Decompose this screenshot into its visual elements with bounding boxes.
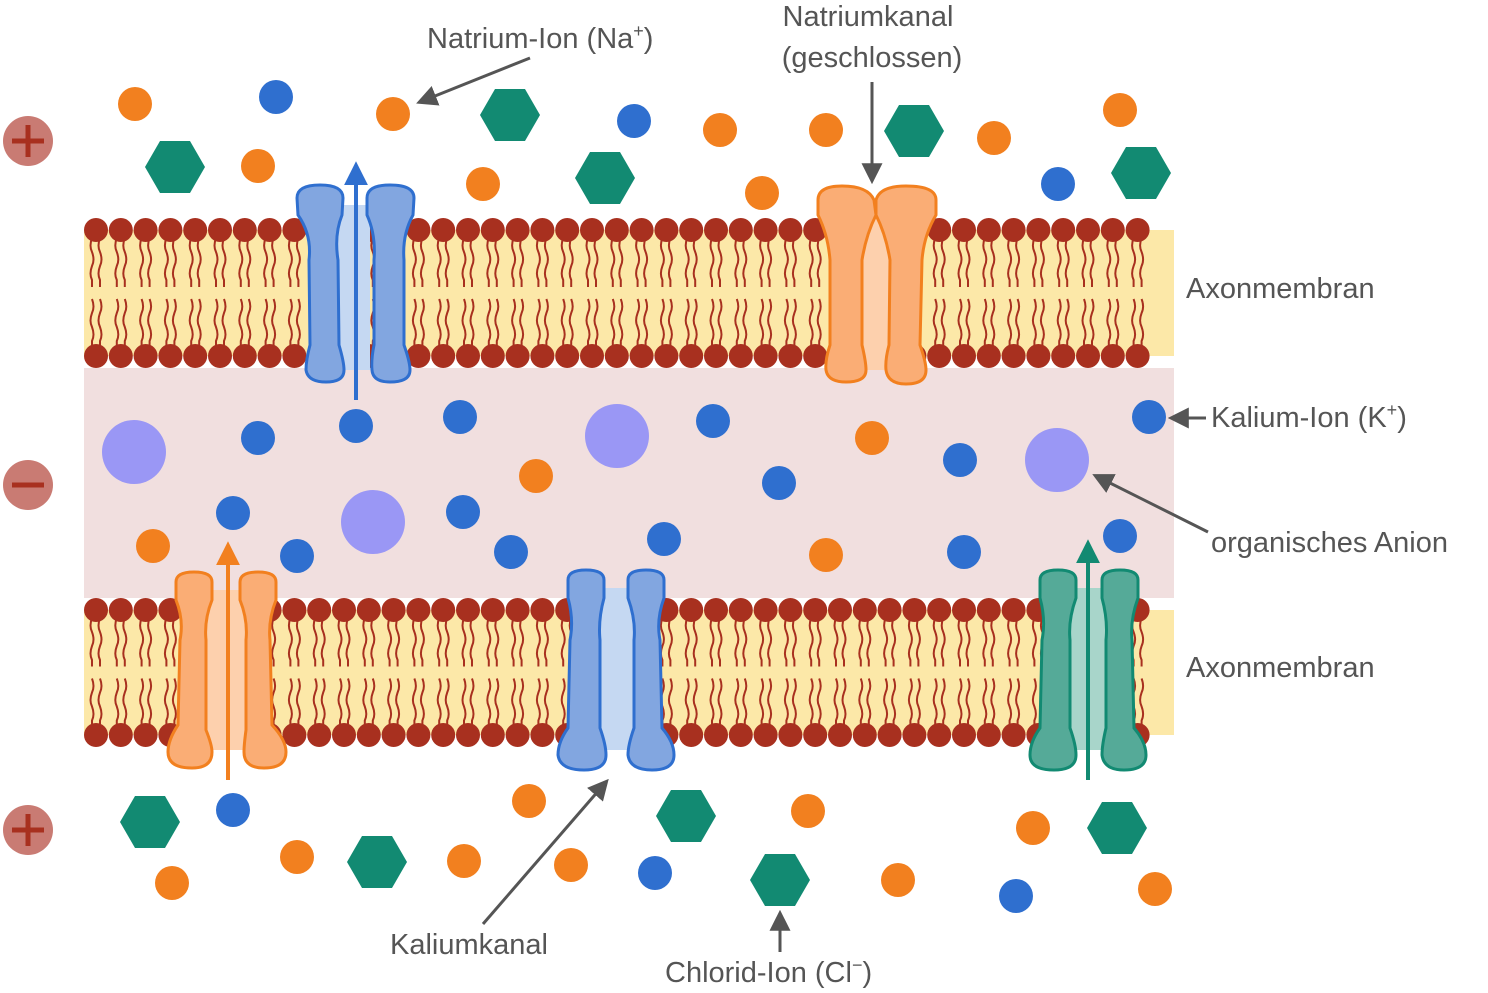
sodium-ion xyxy=(703,113,737,147)
potassium-ion xyxy=(241,421,275,455)
label-chlorid-ion: Chlorid-Ion (Cl−) xyxy=(665,955,872,989)
organic-anions xyxy=(102,404,1089,554)
sodium-ion xyxy=(376,97,410,131)
sodium-ion xyxy=(280,840,314,874)
potassium-ion xyxy=(1132,400,1166,434)
charge-minus-middle xyxy=(3,460,53,510)
potassium-ion xyxy=(446,495,480,529)
chloride-ion xyxy=(1111,147,1171,199)
chloride-ions xyxy=(120,89,1171,906)
sodium-ion xyxy=(155,866,189,900)
potassium-ion xyxy=(494,535,528,569)
sodium-ion xyxy=(512,784,546,818)
sodium-ion xyxy=(881,863,915,897)
potassium-channel-bottom xyxy=(556,568,676,772)
potassium-ion xyxy=(339,409,373,443)
potassium-ion xyxy=(280,539,314,573)
potassium-ion xyxy=(647,522,681,556)
potassium-ion xyxy=(947,535,981,569)
arrow-organisches-anion xyxy=(1092,474,1209,534)
pointer-arrows xyxy=(416,56,1209,952)
sodium-ion xyxy=(809,113,843,147)
sodium-ion xyxy=(136,529,170,563)
chloride-ion xyxy=(480,89,540,141)
sodium-ion xyxy=(1103,93,1137,127)
label-natriumkanal: Natriumkanal (geschlossen) xyxy=(782,1,963,74)
sodium-ion xyxy=(519,459,553,493)
charge-plus-bottom xyxy=(3,805,53,855)
sodium-ion xyxy=(554,848,588,882)
sodium-ion xyxy=(791,794,825,828)
sodium-ion xyxy=(1016,811,1050,845)
sodium-channel-closed-top xyxy=(816,184,938,386)
sodium-ion xyxy=(447,844,481,878)
potassium-ion xyxy=(1041,167,1075,201)
sodium-channel-open-top xyxy=(295,161,416,400)
chloride-ion xyxy=(145,141,205,193)
sodium-ion xyxy=(855,421,889,455)
potassium-ion xyxy=(638,856,672,890)
organic-anion xyxy=(102,420,166,484)
potassium-ion xyxy=(216,793,250,827)
potassium-ion xyxy=(617,104,651,138)
chloride-ion xyxy=(1087,802,1147,854)
organic-anion xyxy=(585,404,649,468)
chloride-channel-bottom xyxy=(1028,539,1148,780)
potassium-ion xyxy=(1103,519,1137,553)
sodium-channel-open-bottom xyxy=(166,541,288,780)
chloride-ion xyxy=(347,836,407,888)
label-kalium-ion: Kalium-Ion (K+) xyxy=(1211,400,1407,434)
label-axonmembran-bottom: Axonmembran xyxy=(1186,652,1375,684)
sodium-ion xyxy=(745,176,779,210)
chloride-ion xyxy=(750,854,810,906)
cytoplasm xyxy=(84,368,1174,598)
chloride-ion xyxy=(884,105,944,157)
charge-plus-top xyxy=(3,116,53,166)
chloride-ion xyxy=(120,796,180,848)
chloride-ion xyxy=(656,790,716,842)
sodium-ion xyxy=(118,87,152,121)
organic-anion xyxy=(1025,428,1089,492)
potassium-ion xyxy=(999,879,1033,913)
arrow-natrium-ion xyxy=(416,56,531,106)
potassium-ion xyxy=(443,400,477,434)
potassium-ion xyxy=(762,466,796,500)
arrow-kaliumkanal xyxy=(481,778,609,925)
sodium-ion xyxy=(241,149,275,183)
potassium-ion xyxy=(216,496,250,530)
label-kaliumkanal: Kaliumkanal xyxy=(390,929,548,961)
potassium-ion xyxy=(259,80,293,114)
label-axonmembran-top: Axonmembran xyxy=(1186,273,1375,305)
organic-anion xyxy=(341,490,405,554)
sodium-ion xyxy=(977,121,1011,155)
label-organisches-anion: organisches Anion xyxy=(1211,527,1448,559)
potassium-ion xyxy=(696,404,730,438)
sodium-ions xyxy=(118,87,1172,906)
sodium-ion xyxy=(1138,872,1172,906)
chloride-ion xyxy=(575,152,635,204)
sodium-ion xyxy=(809,538,843,572)
label-natrium-ion: Natrium-Ion (Na+) xyxy=(427,21,653,55)
axon-membrane-top xyxy=(84,218,1174,368)
potassium-ion xyxy=(943,443,977,477)
sodium-ion xyxy=(466,167,500,201)
potassium-ions xyxy=(216,80,1166,913)
